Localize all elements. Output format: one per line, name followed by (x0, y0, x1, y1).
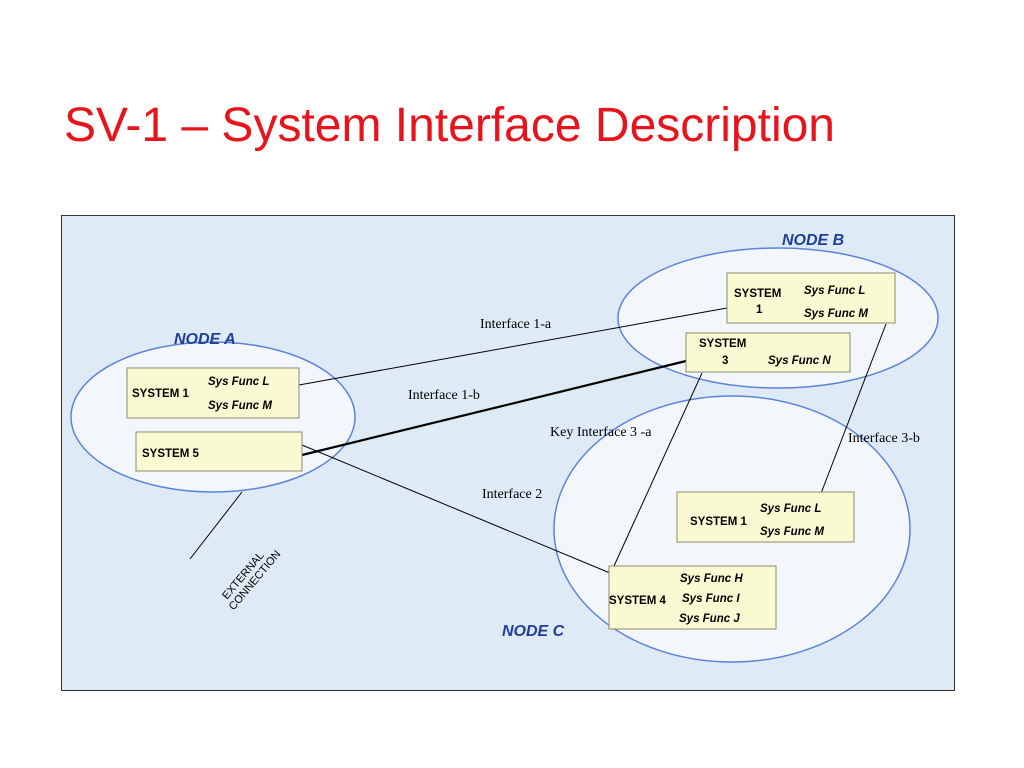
interface-3b-label: Interface 3-b (848, 431, 920, 446)
interface-3b-line (819, 323, 887, 497)
node-b-system-1-name-line1: SYSTEM (734, 288, 781, 300)
node-b-label: NODE B (782, 232, 844, 249)
node-c-system-4-func-i: Sys Func I (682, 593, 740, 605)
node-c-system-1-func-l: Sys Func L (760, 503, 821, 515)
interface-1a-line (298, 307, 728, 386)
interface-1b-line (301, 359, 687, 457)
node-a-system-1-box (126, 367, 300, 419)
interface-1b-label: Interface 1-b (408, 388, 480, 403)
node-c-system-1-box (676, 491, 855, 543)
node-b-system-3-name-line1: SYSTEM (699, 338, 746, 350)
node-a-system-1-func-l: Sys Func L (208, 376, 269, 388)
node-c-system-4-name: SYSTEM 4 (609, 595, 666, 607)
node-b-system-3-func-n: Sys Func N (768, 355, 831, 367)
node-a-system-1-func-m: Sys Func M (208, 400, 272, 412)
node-c-system-1-func-m: Sys Func M (760, 526, 824, 538)
node-b-system-3: SYSTEM 3 Sys Func N (685, 332, 851, 373)
node-b-system-1-name-line2: 1 (756, 304, 763, 316)
node-c-system-4-func-j: Sys Func J (679, 613, 740, 625)
external-connection-line (189, 491, 243, 560)
node-a-system-5-name: SYSTEM 5 (142, 448, 199, 460)
sv1-diagram: NODE A NODE B NODE C Interface 1-a Inter… (61, 215, 955, 691)
node-a-system-1: SYSTEM 1 Sys Func L Sys Func M (126, 367, 300, 419)
interface-2-line (301, 444, 611, 574)
node-c-system-4-func-h: Sys Func H (680, 573, 743, 585)
node-b-system-3-box (685, 332, 851, 373)
node-b-system-1-func-l: Sys Func L (804, 285, 865, 297)
interface-2-label: Interface 2 (482, 487, 542, 502)
node-b-system-1-box (726, 272, 896, 324)
slide-title: SV-1 – System Interface Description (64, 99, 835, 152)
key-interface-3a-label: Key Interface 3 -a (550, 425, 652, 440)
node-a-label: NODE A (174, 331, 236, 348)
node-c-system-1: SYSTEM 1 Sys Func L Sys Func M (676, 491, 855, 543)
node-a-system-5-box (135, 431, 303, 472)
node-a-system-5: SYSTEM 5 (135, 431, 303, 472)
node-b-system-1: SYSTEM 1 Sys Func L Sys Func M (726, 272, 896, 324)
interface-1a-label: Interface 1-a (480, 317, 552, 332)
node-a-system-1-name: SYSTEM 1 (132, 388, 189, 400)
key-interface-3a-line (613, 372, 703, 567)
node-c-system-4: SYSTEM 4 Sys Func H Sys Func I Sys Func … (608, 565, 777, 630)
node-b-system-3-name-line2: 3 (722, 355, 728, 367)
node-c-label: NODE C (502, 623, 565, 640)
node-b-system-1-func-m: Sys Func M (804, 308, 868, 320)
node-c-system-4-box (608, 565, 777, 630)
node-c-system-1-name: SYSTEM 1 (690, 516, 747, 528)
